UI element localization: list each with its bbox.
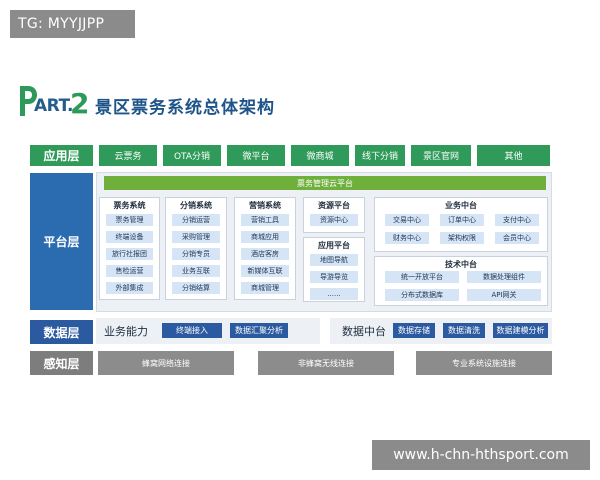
layer-data: 数据层 (30, 320, 93, 344)
marketing-system-title: 营销系统 (249, 201, 281, 210)
ticket-system: 票务系统 票务管理 终端设备 旅行社报团 售检运营 外部集成 (99, 197, 160, 300)
perception-cellular: 蜂窝网络连接 (98, 351, 234, 375)
app-other: 其他 (477, 145, 550, 166)
perception-professional: 专业系统设施连接 (416, 351, 552, 375)
ticket-system-title: 票务系统 (113, 201, 146, 210)
layer-perception: 感知层 (30, 351, 93, 375)
marketing-item: 新媒体互联 (241, 265, 289, 277)
application-platform-title: 应用平台 (318, 241, 350, 250)
page-title: 景区票务系统总体架构 (95, 98, 275, 118)
marketing-system: 营销系统 营销工具 商城应用 酒店客房 新媒体互联 商城管理 (234, 197, 296, 300)
app-micro-mall: 微商城 (291, 145, 349, 166)
application-platform-item: 地图导航 (310, 254, 358, 266)
platform-banner: 票务管理云平台 (104, 176, 546, 190)
tech-center-title: 技术中台 (445, 260, 477, 269)
part-art-text: ART. (34, 96, 73, 116)
layer-application: 应用层 (30, 145, 93, 166)
data-center-item: 数据存储 (393, 323, 435, 338)
layer-platform: 平台层 (30, 173, 93, 310)
app-ota: OTA分销 (163, 145, 221, 166)
business-center-title: 业务中台 (445, 201, 477, 210)
data-center-item: 数据清洗 (443, 323, 485, 338)
app-scenic-website: 景区官网 (411, 145, 471, 166)
data-capability-item: 终端接入 (162, 323, 222, 338)
business-center-item: 订单中心 (440, 214, 484, 226)
tech-center-item: 数据处理组件 (467, 271, 541, 283)
data-center-label: 数据中台 (342, 325, 386, 338)
marketing-item: 营销工具 (241, 214, 289, 226)
distribution-item: 分销专员 (172, 248, 220, 260)
business-center-item: 架构权限 (440, 232, 484, 244)
resource-platform: 资源平台 资源中心 (303, 197, 365, 233)
ticket-item: 终端设备 (106, 231, 153, 243)
app-cloud-ticket: 云票务 (99, 145, 157, 166)
application-platform: 应用平台 地图导航 导游导览 ...... (303, 237, 365, 302)
marketing-item: 商城应用 (241, 231, 289, 243)
business-center-item: 支付中心 (495, 214, 539, 226)
resource-platform-title: 资源平台 (318, 201, 350, 210)
ticket-item: 外部集成 (106, 282, 153, 294)
business-capability-label: 业务能力 (104, 325, 148, 338)
distribution-item: 采购管理 (172, 231, 220, 243)
marketing-item: 酒店客房 (241, 248, 289, 260)
app-micro-platform: 微平台 (227, 145, 285, 166)
business-center-item: 会员中心 (495, 232, 539, 244)
distribution-item: 业务互联 (172, 265, 220, 277)
data-capability-item: 数据汇聚分析 (230, 323, 288, 338)
tech-center-item: API网关 (467, 289, 541, 301)
ticket-item: 售检运营 (106, 265, 153, 277)
application-platform-item: 导游导览 (310, 271, 358, 283)
distribution-item: 分销结算 (172, 282, 220, 294)
distribution-system: 分销系统 分销运营 采购管理 分销专员 业务互联 分销结算 (165, 197, 227, 300)
distribution-item: 分销运营 (172, 214, 220, 226)
marketing-item: 商城管理 (241, 282, 289, 294)
part-number: 2 (70, 87, 90, 120)
watermark-url: www.h-chn-hthsport.com (372, 440, 590, 470)
tag-label: TG: MYYJJPP (10, 10, 135, 38)
application-platform-item: ...... (310, 288, 358, 300)
business-center-item: 财务中心 (385, 232, 429, 244)
tech-center: 技术中台 统一开放平台 数据处理组件 分布式数据库 API网关 (374, 256, 548, 306)
perception-non-cellular: 非蜂窝无线连接 (258, 351, 394, 375)
data-center-item: 数据建模分析 (493, 323, 548, 338)
ticket-item: 票务管理 (106, 214, 153, 226)
resource-item: 资源中心 (310, 214, 358, 226)
tech-center-item: 统一开放平台 (385, 271, 459, 283)
tech-center-item: 分布式数据库 (385, 289, 459, 301)
business-center: 业务中台 交易中心 订单中心 支付中心 财务中心 架构权限 会员中心 (374, 197, 548, 252)
part-logo: ART. 2 (18, 84, 90, 120)
app-offline-distribution: 线下分销 (355, 145, 405, 166)
business-center-item: 交易中心 (385, 214, 429, 226)
ticket-item: 旅行社报团 (106, 248, 153, 260)
distribution-system-title: 分销系统 (180, 201, 212, 210)
part-p-icon (20, 86, 37, 116)
